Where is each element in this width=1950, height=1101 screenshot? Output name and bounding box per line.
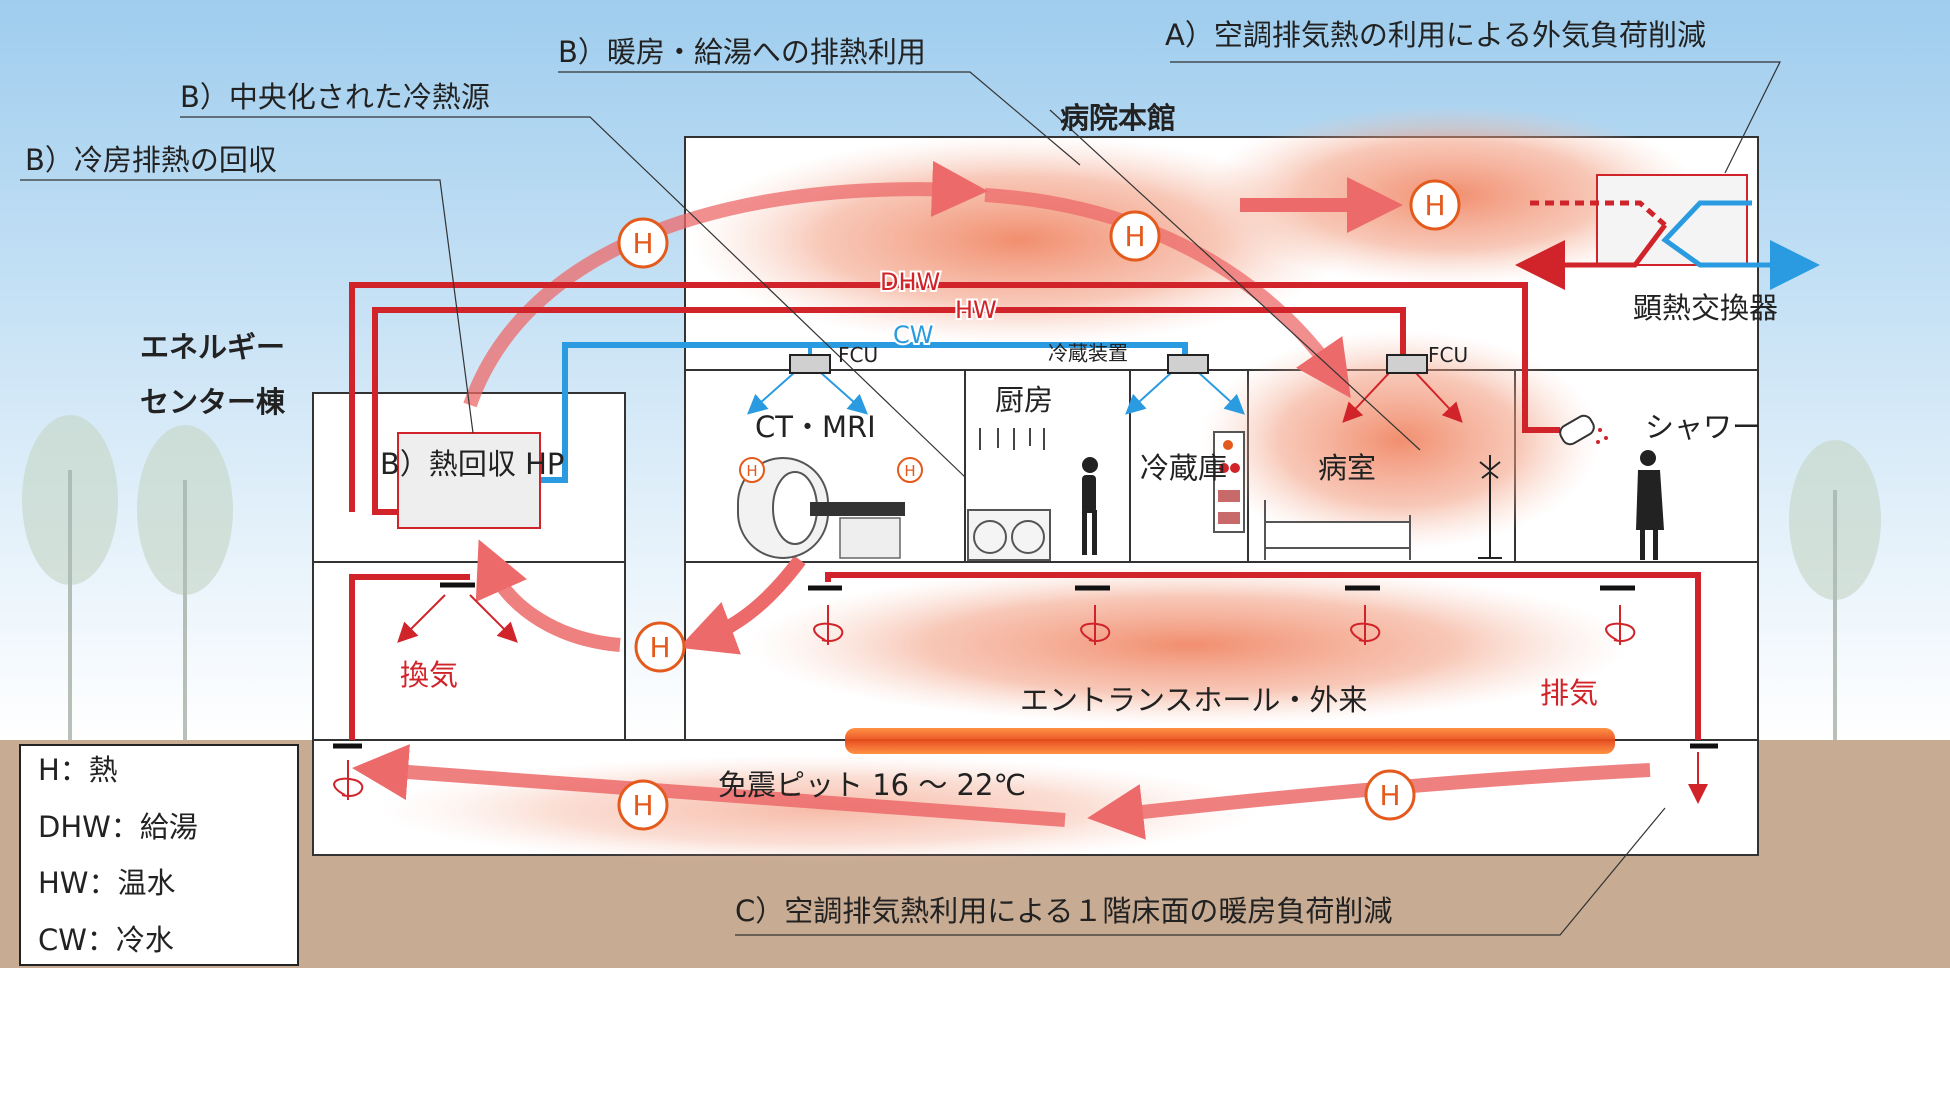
hw-pipe: [372, 307, 1406, 515]
callout-b-heating: B）暖房・給湯への排熱利用: [558, 35, 926, 69]
legend: H：熱 DHW：給湯 HW：温水 CW：冷水: [19, 744, 299, 966]
callout-b-central: B）中央化された冷熱源: [180, 80, 490, 114]
heat-flow-to-ward: [984, 188, 1351, 399]
heat-flow-to-ec: [475, 539, 621, 652]
heat-marker-6: [1364, 769, 1416, 821]
heat-marker-2: [1109, 210, 1161, 262]
heat-marker-small-1: [739, 457, 765, 483]
heat-marker-label: H: [1379, 779, 1400, 812]
ventilation-label: 換気: [400, 658, 458, 692]
heat-marker-label: H: [1124, 220, 1145, 253]
energy-center-label-2: センター棟: [140, 385, 286, 419]
heat-flow-pit-right: [1087, 763, 1651, 840]
heat-marker-label: H: [904, 462, 915, 480]
heat-markers: H H H H H H H H: [617, 179, 1461, 831]
floor-heating-strip: [845, 728, 1615, 754]
callout-a: A）空調排気熱の利用による外気負荷削減: [1165, 18, 1706, 52]
cw-label: CW: [893, 321, 934, 349]
hw-label: HW: [955, 296, 997, 324]
refrigerator-unit-label: 冷蔵装置: [1048, 341, 1128, 365]
heat-marker-3: [1409, 179, 1461, 231]
callout-leaders: [20, 61, 1781, 936]
legend-item: H：熱: [38, 753, 118, 787]
legend-item: CW：冷水: [38, 923, 174, 957]
vent-arrows: [397, 371, 1708, 804]
tree-left-1: [22, 415, 118, 740]
room-ward: 病室: [1318, 451, 1376, 485]
kitchen-equipment-icon: [967, 428, 1051, 561]
heat-marker-4: [634, 621, 686, 673]
cold-storage-shelves-icon: [1213, 431, 1245, 533]
tree-left-2: [137, 425, 233, 740]
heat-recovery-hp-box: [397, 432, 541, 529]
sensible-heat-exchanger: [1515, 174, 1820, 290]
room-kitchen: 厨房: [995, 383, 1053, 417]
person-shower: [1636, 450, 1664, 560]
room-cold-storage: 冷蔵庫: [1140, 451, 1227, 485]
fcu-left-unit: [789, 354, 831, 374]
heat-flow-pit-left: [352, 744, 1066, 827]
heat-recovery-hp-label: B）熱回収 HP: [380, 447, 564, 481]
diffusers: [333, 582, 1718, 749]
tree-right-1: [1789, 440, 1881, 740]
person-kitchen: [1082, 457, 1098, 555]
heat-marker-label: H: [649, 631, 670, 664]
heat-marker-label: H: [632, 789, 653, 822]
heat-marker-label: H: [1424, 189, 1445, 222]
room-ct-mri: CT・MRI: [755, 410, 876, 444]
heat-marker-label: H: [632, 227, 653, 260]
heat-marker-small-2: [897, 457, 923, 483]
sensible-hx-label: 顕熱交換器: [1633, 291, 1778, 325]
seismic-pit-label: 免震ピット 16 ～ 22℃: [718, 768, 1026, 802]
coat-stand-icon: [1478, 455, 1502, 559]
fcu-right-unit: [1386, 354, 1428, 374]
cool-arrows: [747, 371, 1245, 415]
legend-item: DHW：給湯: [38, 810, 198, 844]
cw-pipe: [540, 342, 1188, 483]
hospital-bed-icon: [1264, 500, 1411, 560]
fcu-right-label: FCU: [1428, 343, 1468, 367]
heat-marker-1: [617, 217, 669, 269]
room-shower: シャワー: [1645, 410, 1761, 444]
exhaust-spirals: [333, 605, 1636, 800]
callout-c: C）空調排気熱利用による１階床面の暖房負荷削減: [735, 894, 1392, 928]
energy-center-label-1: エネルギー: [140, 330, 285, 364]
callout-b-recovery: B）冷房排熱の回収: [25, 143, 277, 177]
exhaust-label: 排気: [1540, 676, 1598, 710]
mri-machine-icon: [737, 457, 905, 559]
legend-item: HW：温水: [38, 866, 175, 900]
heat-glow-entrance: [750, 565, 1630, 725]
heat-marker-5: [617, 779, 669, 831]
shower-icon: [1559, 414, 1608, 446]
refrigeration-unit: [1167, 354, 1209, 374]
exhaust-duct: [825, 572, 1701, 740]
dhw-label: DHW: [880, 268, 940, 296]
fcu-left-label: FCU: [838, 343, 878, 367]
ventilation-duct: [349, 574, 470, 740]
legend-box: [19, 744, 299, 966]
room-entrance: エントランスホール・外来: [1020, 683, 1367, 717]
heat-marker-label: H: [746, 462, 757, 480]
main-building-label: 病院本館: [1060, 101, 1176, 135]
heat-flow-down-left: [678, 555, 806, 655]
